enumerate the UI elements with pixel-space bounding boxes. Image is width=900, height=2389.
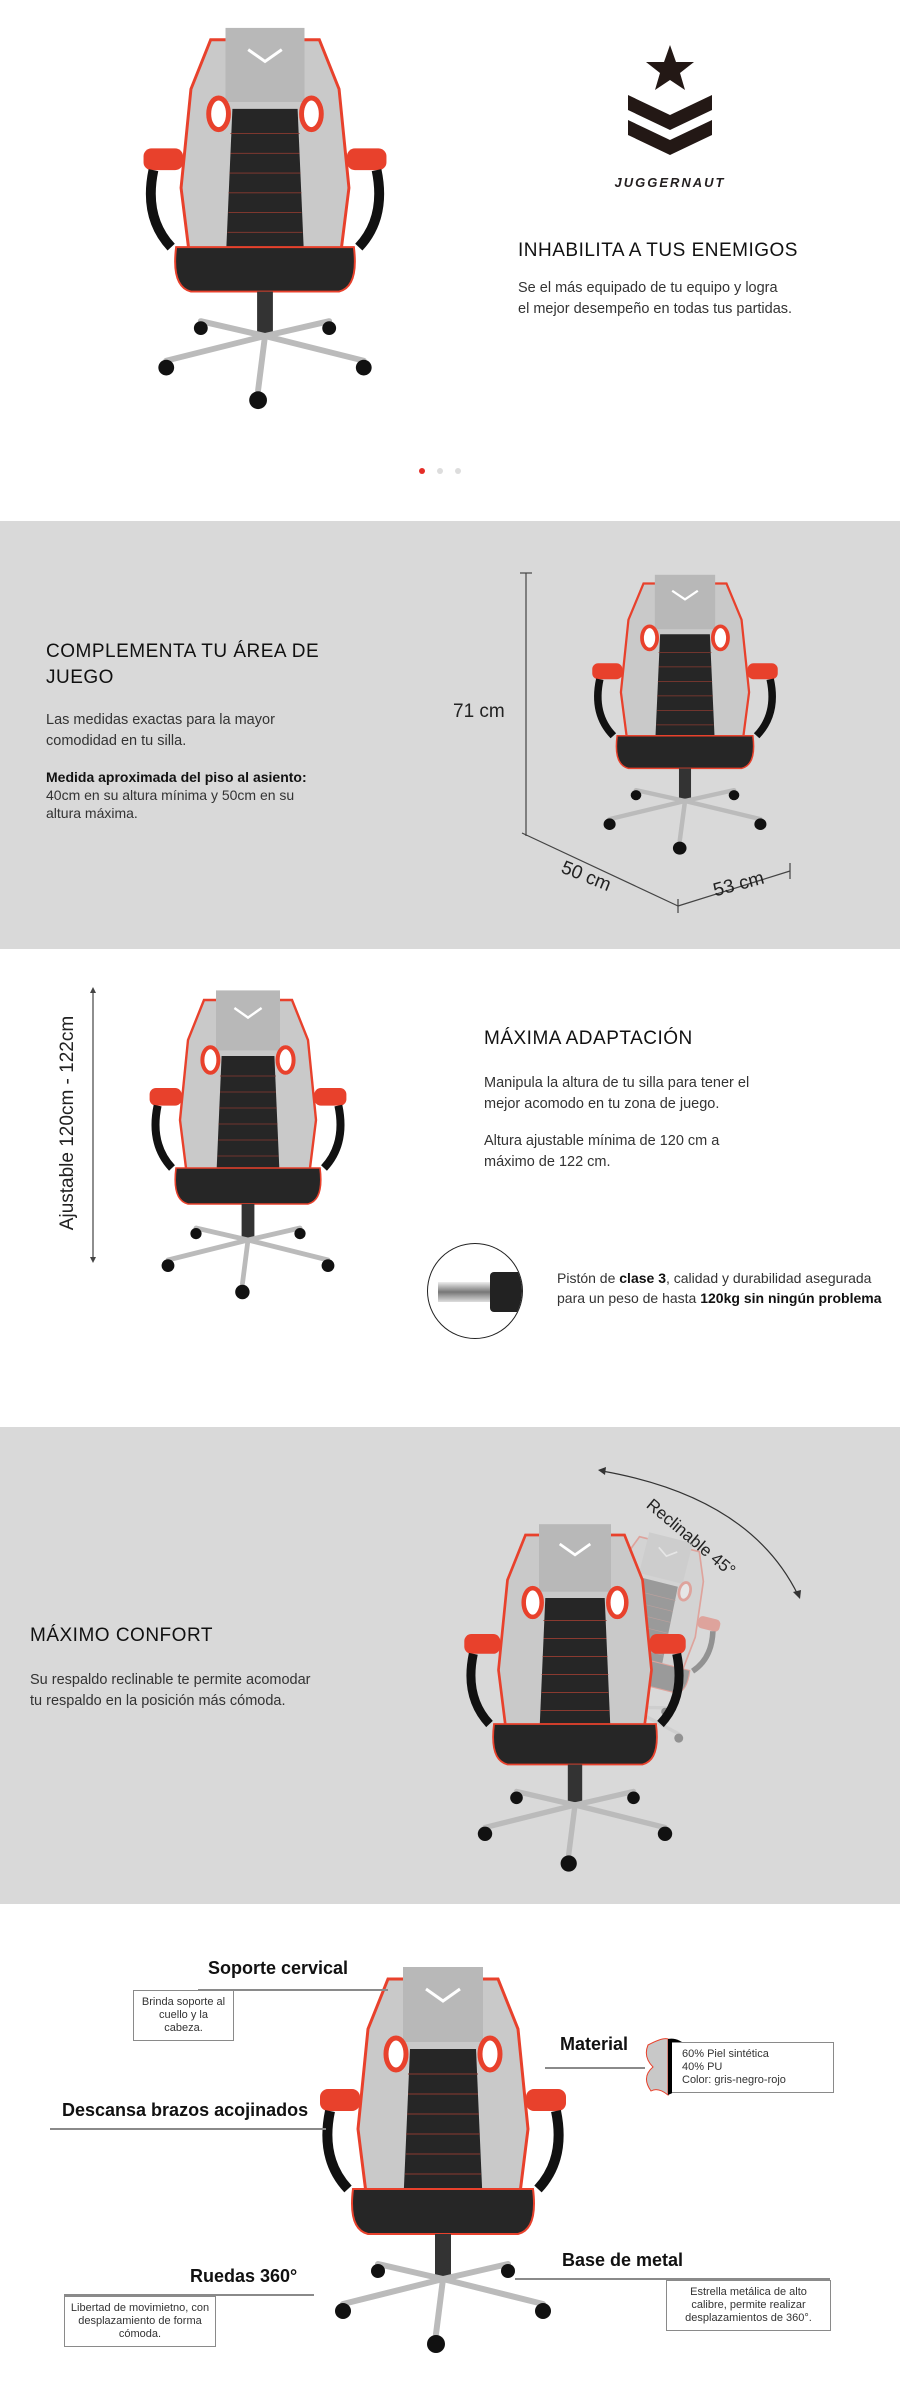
dimensions-body: Las medidas exactas para la mayor comodi… (46, 712, 275, 749)
piston-text-1: Pistón de clase 3, calidad y durabilidad… (557, 1270, 872, 1286)
dimensions-section: COMPLEMENTA TU ÁREA DE JUEGO Las medidas… (0, 521, 900, 949)
wheels-desc: Libertad de movimietno, con desplazamien… (64, 2296, 216, 2347)
material-desc: 60% Piel sintética 40% PU Color: gris-ne… (672, 2042, 834, 2093)
height-label: 71 cm (453, 701, 505, 722)
brand-name: JUGGERNAUT (614, 175, 726, 190)
armrest-line (50, 2128, 326, 2130)
brand-logo: JUGGERNAUT (580, 45, 760, 190)
adaptation-body-2: Altura ajustable mínima de 120 cm a máxi… (484, 1133, 720, 1170)
chair-image (140, 20, 390, 415)
dimensions-detail: 40cm en su altura mínima y 50cm en su al… (46, 787, 295, 821)
base-desc: Estrella metálica de alto calibre, permi… (666, 2280, 831, 2331)
piston-image (427, 1243, 523, 1339)
hero-title: INHABILITA A TUS ENEMIGOS (518, 240, 798, 261)
material-line (545, 2067, 645, 2069)
hero-body-1: Se el más equipado de tu equipo y logra (518, 280, 778, 296)
height-range-arrow (90, 987, 96, 1263)
armrest-title: Descansa brazos acojinados (62, 2100, 309, 2120)
adaptation-body-1: Manipula la altura de tu silla para tene… (484, 1075, 750, 1112)
recline-arc (598, 1467, 801, 1599)
wheels-title: Ruedas 360° (190, 2266, 298, 2286)
carousel-dot-1[interactable] (419, 468, 425, 474)
cervical-title: Soporte cervical (208, 1958, 349, 1978)
base-title: Base de metal (562, 2250, 684, 2270)
material-line-1: 60% Piel sintética (682, 2048, 769, 2060)
chair-image (540, 569, 830, 859)
adaptation-title: MÁXIMA ADAPTACIÓN (484, 1028, 693, 1049)
chair-image (318, 1944, 568, 2374)
chair-image (460, 1517, 690, 1877)
hero-body-2: el mejor desempeño en todas tus partidas… (518, 301, 793, 317)
dimension-lines (520, 572, 791, 913)
material-line-3: Color: gris-negro-rojo (682, 2074, 786, 2086)
comfort-body-1: Su respaldo reclinable te permite acomod… (30, 1672, 311, 1688)
piston-text-2: para un peso de hasta 120kg sin ningún p… (557, 1290, 882, 1306)
dimensions-title: COMPLEMENTA TU ÁREA DE JUEGO (46, 641, 320, 688)
dimensions-bold-label: Medida aproximada del piso al asiento: (46, 769, 307, 785)
material-title: Material (560, 2034, 629, 2054)
cervical-line (198, 1989, 388, 1991)
chair-image (148, 984, 348, 1304)
material-line-2: 40% PU (682, 2061, 723, 2073)
carousel-dot-2[interactable] (437, 468, 443, 474)
base-line (515, 2278, 830, 2280)
cervical-desc: Brinda soporte al cuello y la cabeza. (133, 1990, 234, 2041)
star-chevron-icon (628, 45, 712, 155)
carousel-dot-3[interactable] (455, 468, 461, 474)
comfort-body-2: tu respaldo en la posición más cómoda. (30, 1693, 286, 1709)
comfort-title: MÁXIMO CONFORT (30, 1625, 213, 1646)
height-range-label: Ajustable 120cm - 122cm (57, 1015, 78, 1231)
comfort-section: MÁXIMO CONFORT Su respaldo reclinable te… (0, 1427, 900, 1904)
adaptation-section: Ajustable 120cm - 122cm MÁXIMA ADAPTACIÓ… (0, 949, 900, 1427)
hero-section: JUGGERNAUT INHABILITA A TUS ENEMIGOS Se … (0, 0, 900, 520)
wheels-line (64, 2294, 314, 2296)
features-section: Soporte cervical Brinda soporte al cuell… (0, 1904, 900, 2389)
